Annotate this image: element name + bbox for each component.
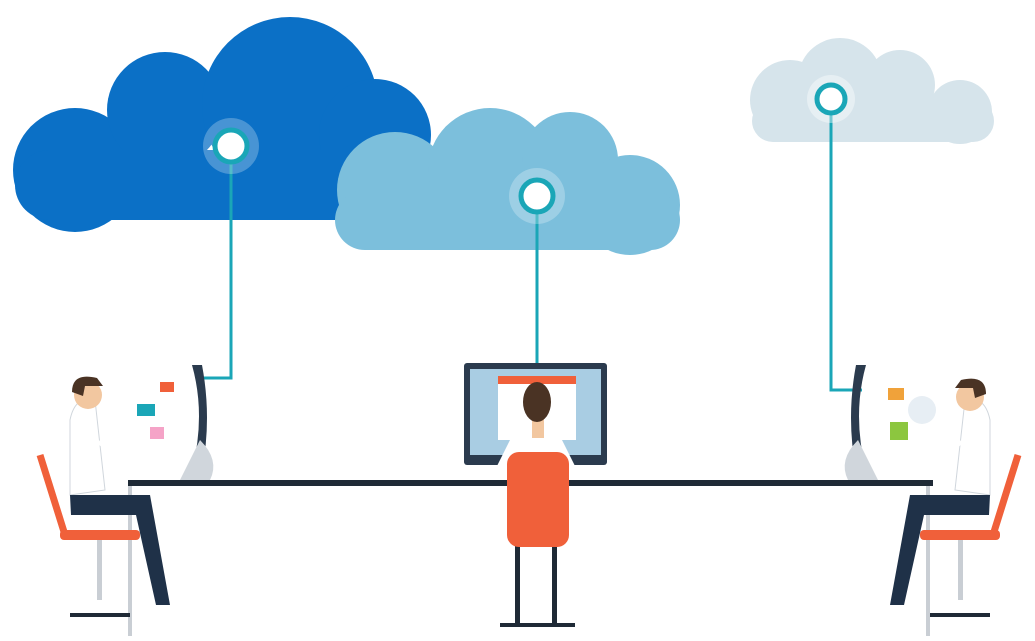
person-left bbox=[36, 376, 170, 617]
connector-lines bbox=[200, 113, 862, 392]
desk-leg bbox=[128, 486, 132, 636]
floating-app-icons bbox=[137, 382, 174, 439]
users-icon bbox=[908, 396, 936, 424]
monitor-right bbox=[844, 365, 936, 480]
desk-leg bbox=[926, 486, 930, 636]
connector-nodes bbox=[203, 75, 855, 224]
like-icon bbox=[890, 422, 908, 440]
person-right bbox=[890, 378, 1022, 617]
node-icon bbox=[807, 75, 855, 123]
cloud-light bbox=[750, 38, 994, 144]
person-center bbox=[495, 382, 577, 627]
monitor-left bbox=[180, 365, 214, 480]
node-icon bbox=[509, 168, 565, 224]
mail-icon bbox=[888, 388, 904, 400]
node-icon bbox=[203, 118, 259, 174]
mail-icon bbox=[137, 404, 155, 416]
chat-icon bbox=[160, 382, 174, 392]
calendar-icon bbox=[150, 427, 164, 439]
